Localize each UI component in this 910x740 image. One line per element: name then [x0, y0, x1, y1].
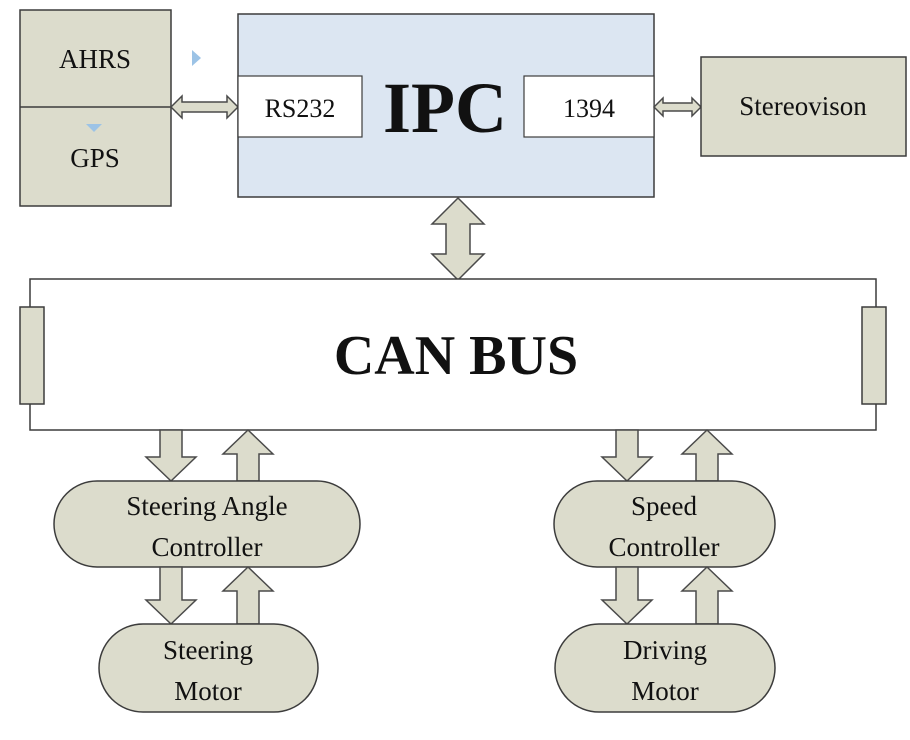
speed-controller-to-canbus-arrow: [680, 428, 734, 482]
can-bus-outline: [29, 278, 877, 431]
steering-controller-to-canbus-arrow: [221, 428, 275, 482]
terminator-right: [861, 306, 887, 405]
ahrs-gps-block: AHRS GPS: [19, 9, 201, 207]
terminator-left: [19, 306, 45, 405]
can-bus-label: CAN BUS: [334, 325, 578, 387]
port-1394: [523, 75, 655, 138]
port-1394-label: 1394: [563, 94, 615, 123]
ahrs-label: AHRS: [59, 44, 131, 74]
speed-controller-line-2: Controller: [609, 532, 720, 562]
gps-label: GPS: [70, 143, 120, 173]
speed-controller: Speed Controller: [553, 480, 776, 568]
steering-angle-controller: Steering Angle Controller: [53, 480, 361, 568]
driving-motor-line-2: Motor: [631, 676, 699, 706]
rs232-port: [237, 75, 363, 138]
ipc-stereo-double-arrow: [652, 96, 703, 118]
driving-motor-to-controller-arrow: [680, 565, 734, 625]
steering-controller-line-2: Controller: [152, 532, 263, 562]
can-bus: CAN BUS: [19, 278, 887, 431]
stereovision-block: Stereovison: [700, 56, 907, 157]
canbus-to-speed-controller-arrow: [600, 429, 654, 483]
steering-controller-line-1: Steering Angle: [126, 491, 287, 521]
steering-motor-line-2: Motor: [174, 676, 242, 706]
driving-motor-outline: [554, 623, 776, 713]
marker-right-icon: [192, 50, 201, 66]
stereovision-outline: [700, 56, 907, 157]
steering-motor-to-controller-arrow: [221, 565, 275, 625]
steering-motor-line-1: Steering: [163, 635, 253, 665]
steering-angle-controller-outline: [53, 480, 361, 568]
marker-down-icon: [86, 124, 102, 132]
rs232-label: RS232: [265, 94, 336, 123]
speed-controller-line-1: Speed: [631, 491, 697, 521]
ahrs-gps-outline: [19, 9, 172, 207]
steering-motor: Steering Motor: [98, 623, 319, 713]
stereovision-label: Stereovison: [739, 91, 867, 121]
ipc-block: RS232 1394 IPC: [237, 13, 655, 198]
driving-motor: Driving Motor: [554, 623, 776, 713]
ipc-label: IPC: [383, 68, 507, 148]
ipc-canbus-double-arrow: [430, 196, 486, 282]
speed-controller-to-motor-arrow: [600, 566, 654, 626]
steering-motor-outline: [98, 623, 319, 713]
steering-controller-to-motor-arrow: [144, 566, 198, 626]
driving-motor-line-1: Driving: [623, 635, 707, 665]
ahrs-ipc-double-arrow: [169, 94, 240, 120]
canbus-to-steering-controller-arrow: [144, 429, 198, 483]
speed-controller-outline: [553, 480, 776, 568]
